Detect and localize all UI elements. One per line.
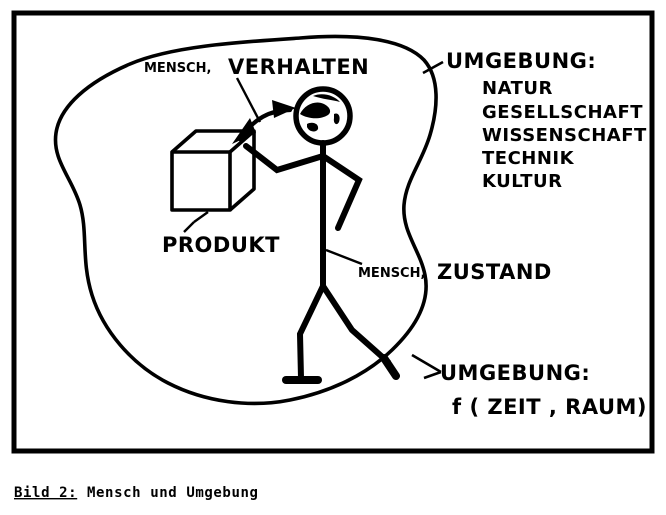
label-umgebung-item-2: WISSENSCHAFT — [482, 125, 647, 146]
label-umgebung-item-4: KULTUR — [482, 171, 563, 192]
person-arm-left — [243, 143, 326, 174]
label-verhalten: VERHALTEN — [228, 55, 369, 79]
caption-label: Bild 2: — [14, 485, 77, 501]
person-arm-right — [320, 153, 363, 231]
label-produkt: PRODUKT — [162, 233, 280, 257]
leader-line-umgebung-top — [422, 60, 444, 75]
label-umgebung-time-formula: f ( ZEIT , RAUM) — [452, 395, 647, 419]
label-umgebung-item-1: GESELLSCHAFT — [482, 102, 643, 123]
interaction-arrow-double-headed — [232, 100, 296, 144]
label-umgebung-title: UMGEBUNG: — [446, 49, 596, 73]
caption-title: Mensch und Umgebung — [87, 485, 259, 501]
figure-frame — [11, 10, 655, 454]
leader-line-verhalten — [235, 77, 262, 123]
leader-line-produkt — [193, 211, 209, 223]
person-face — [300, 94, 340, 132]
leader-line-umgebung-bottom — [411, 353, 442, 374]
person-leg-left — [296, 283, 326, 381]
leader-line-produkt-2 — [183, 221, 195, 233]
label-mensch-verhalten-small: MENSCH, — [144, 61, 211, 76]
label-zustand: ZUSTAND — [437, 260, 552, 284]
label-mensch-zustand-small: MENSCH, — [358, 266, 425, 281]
environment-boundary-blob — [53, 34, 438, 406]
person-leg-right — [320, 283, 391, 365]
label-umgebung-item-0: NATUR — [482, 78, 553, 99]
stick-figure-person — [243, 86, 400, 384]
leader-line-zustand — [325, 248, 363, 266]
label-umgebung-item-3: TECHNIK — [482, 148, 575, 169]
label-umgebung-time-title: UMGEBUNG: — [440, 361, 590, 385]
person-foot-right — [380, 354, 400, 380]
product-cube — [170, 129, 256, 212]
leader-line-umgebung-bottom-2 — [423, 370, 442, 380]
